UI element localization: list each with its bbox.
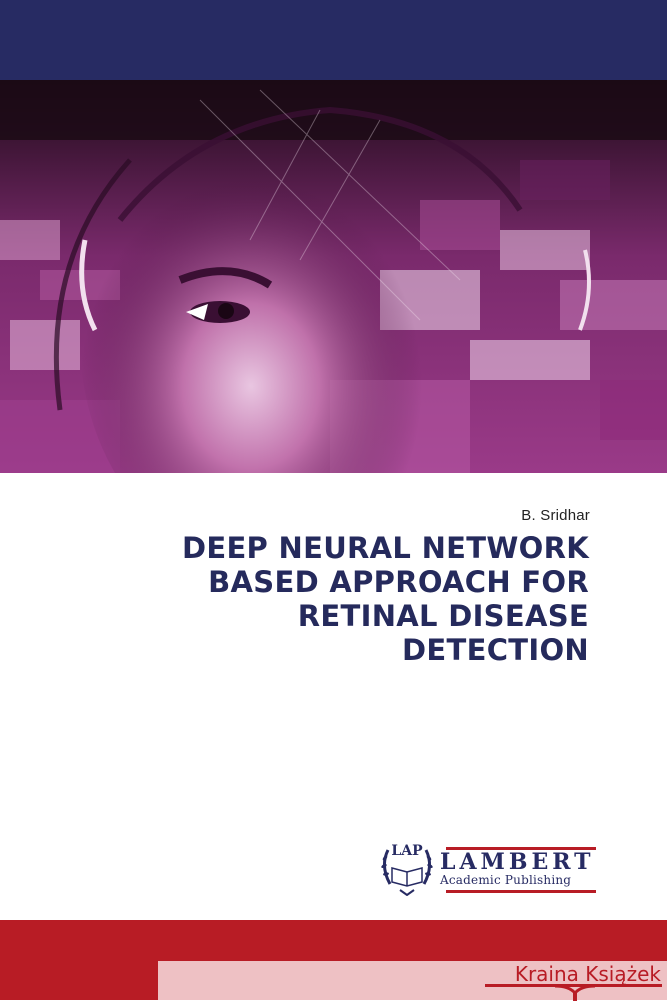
book-title: DEEP NEURAL NETWORK BASED APPROACH FOR R… [182,531,589,667]
publisher-logo: LAP LAMBERT Academic Publishing [376,838,598,896]
top-color-band [0,0,667,80]
title-line: RETINAL DISEASE [297,599,589,633]
logo-rule-bottom [446,890,596,893]
face-glitch-illustration [0,80,667,473]
watermark-underline [485,984,662,987]
svg-text:LAP: LAP [391,843,423,859]
publisher-subtitle: Academic Publishing [440,873,572,887]
watermark: Kraina Książek [158,961,667,1001]
title-line: DETECTION [402,633,589,667]
publisher-name: LAMBERT [440,849,595,875]
watermark-text: Kraina Książek [514,962,661,986]
book-spine-icon [555,985,595,1001]
title-line: BASED APPROACH FOR [208,565,589,599]
author-name: B. Sridhar [521,507,590,524]
title-line: DEEP NEURAL NETWORK [181,531,589,565]
logo-rule-top [446,847,596,850]
cover-image [0,80,667,473]
open-book-laurel-icon: LAP [381,843,433,896]
